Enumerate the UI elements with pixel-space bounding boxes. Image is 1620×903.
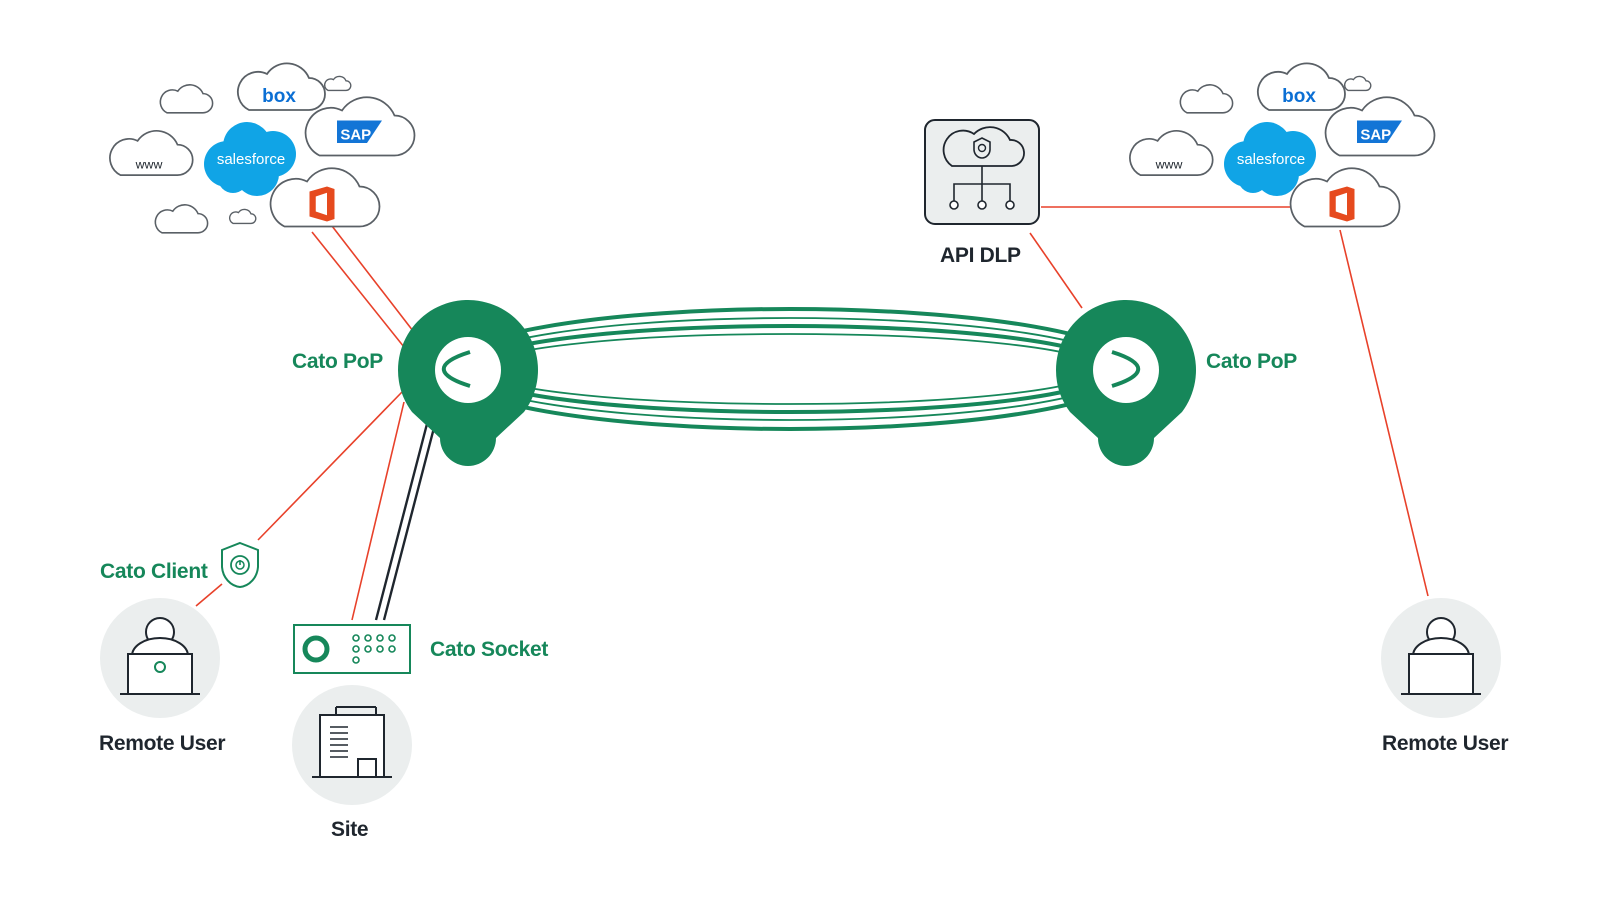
saas-cloud-cluster-right: www box SAP salesforce [1129,62,1436,228]
cloud-to-user-line [1339,229,1429,597]
api-dlp-icon [924,119,1040,225]
salesforce-text: salesforce [1237,151,1305,168]
sap-cloud-icon: SAP [1324,96,1436,157]
www-text: www [1155,157,1183,171]
remote-user-right-label: Remote User [1382,732,1509,755]
ring-overlay [441,350,1141,388]
connection-lines [195,206,1429,621]
sap-text: SAP [340,126,371,143]
cloud-icon [228,208,257,225]
box-cloud-icon: box [1256,62,1346,111]
cloud-to-pop-line [311,231,409,353]
cloud-to-pop-line [331,225,421,341]
client-to-pop-line [257,391,403,541]
saas-cloud-cluster-left: www box SAP salesforce [109,62,416,234]
pop-marker-left [398,300,538,466]
salesforce-text: salesforce [217,151,285,168]
www-cloud-icon: www [109,129,194,176]
box-text: box [1282,86,1316,107]
sap-cloud-icon: SAP [304,96,416,157]
socket-red-line [351,401,405,621]
www-cloud-icon: www [1129,129,1214,176]
pop-left-label: Cato PoP [292,350,383,373]
cloud-icon [1343,75,1372,92]
cato-client-shield-icon [221,541,259,589]
cato-client-label: Cato Client [100,560,208,583]
remote-user-icon [1381,598,1501,718]
salesforce-cloud-icon: salesforce [1224,122,1316,196]
salesforce-cloud-icon: salesforce [204,122,296,196]
office-cloud-icon [1289,167,1401,228]
cato-socket-label: Cato Socket [430,638,549,661]
cato-socket-icon [293,624,411,674]
cloud-icon [159,84,214,114]
cloud-icon [1179,84,1234,114]
socket-black-line [374,419,430,621]
dlp-to-pop-line [1029,232,1083,309]
remote-user-left-label: Remote User [99,732,226,755]
client-to-user-line [195,583,223,607]
api-dlp-label: API DLP [940,244,1021,267]
backbone-ring [443,307,1137,431]
site-building-icon [292,685,412,805]
pop-marker-right [1056,300,1196,466]
office-cloud-icon [269,167,381,228]
site-label: Site [331,818,369,841]
pop-right-label: Cato PoP [1206,350,1297,373]
cloud-icon [154,204,209,234]
box-text: box [262,86,296,107]
sap-text: SAP [1360,126,1391,143]
cloud-icon [323,75,352,92]
www-text: www [135,157,163,171]
box-cloud-icon: box [236,62,326,111]
remote-user-icon [100,598,220,718]
socket-black-line [382,419,438,621]
